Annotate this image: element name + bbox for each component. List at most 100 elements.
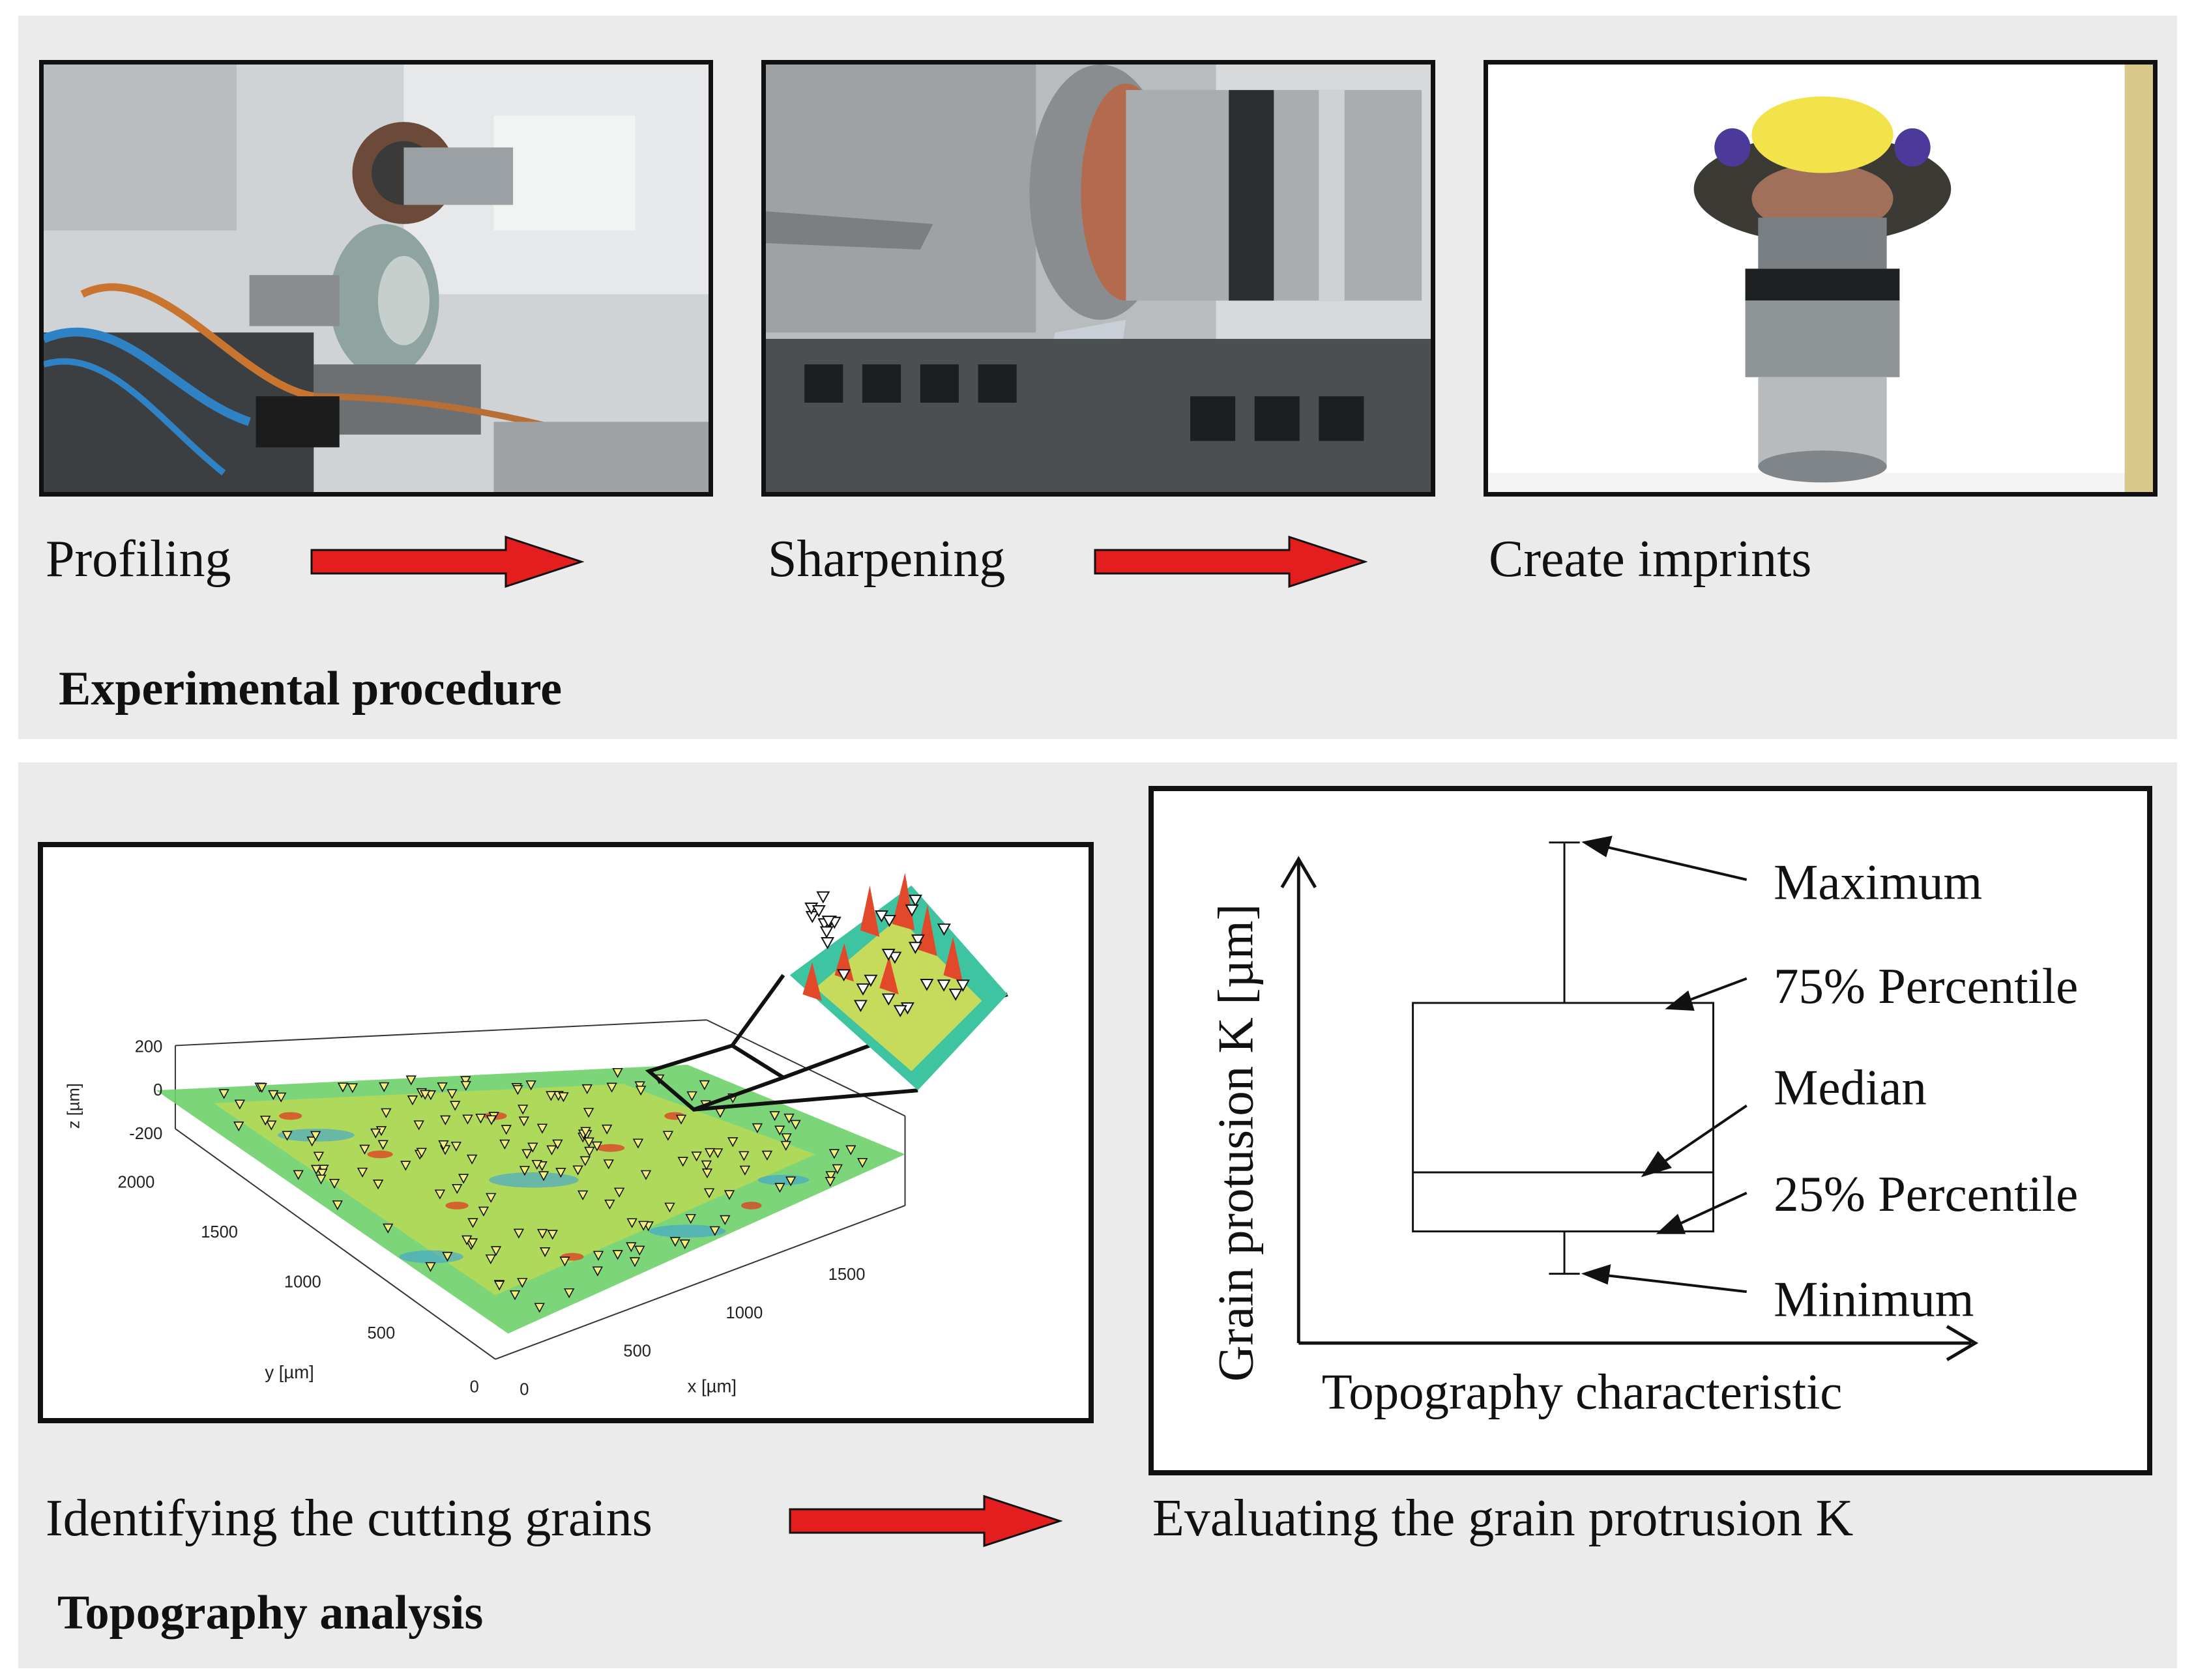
inset-grain-marker — [905, 904, 919, 917]
inset-grain-marker — [908, 894, 922, 907]
percentile-75-label: 75% Percentile — [1774, 959, 2078, 1014]
grain-marker — [662, 1131, 674, 1141]
grain-marker — [691, 1151, 702, 1162]
grain-marker — [293, 1170, 304, 1180]
grain-marker — [774, 1125, 785, 1136]
grain-marker — [437, 1082, 448, 1093]
grain-marker — [490, 1246, 502, 1256]
grain-marker — [629, 1257, 641, 1267]
grain-marker — [761, 1150, 773, 1161]
grain-marker — [669, 1237, 681, 1247]
grain-marker — [555, 1168, 566, 1178]
y-tick-label: 1500 — [201, 1223, 238, 1241]
grain-marker — [783, 1113, 795, 1124]
surface-plot: 200 0 -200 z [µm] 2000 1500 1000 500 0 y… — [65, 873, 1008, 1399]
z-tick-label: -200 — [129, 1125, 162, 1143]
grain-marker — [347, 1083, 358, 1093]
inset-grain-markers — [804, 891, 970, 1018]
grain-marker — [486, 1115, 497, 1125]
grain-marker — [546, 1091, 557, 1101]
grain-marker — [359, 1144, 370, 1155]
x-tick-label: 1500 — [828, 1266, 866, 1284]
grain-marker — [260, 1116, 271, 1126]
grain-marker — [518, 1116, 529, 1127]
inset-grain-marker — [948, 989, 963, 1001]
x-tick-label: 500 — [623, 1342, 651, 1361]
grain-marker — [467, 1218, 478, 1228]
grain-marker — [460, 1080, 471, 1092]
grain-marker — [377, 1140, 388, 1150]
grain-marker — [612, 1067, 623, 1079]
grain-marker — [832, 1164, 843, 1174]
inset-grain-marker — [882, 914, 896, 927]
median-label: Median — [1774, 1060, 1927, 1116]
grain-marker — [370, 1128, 381, 1138]
experimental-procedure-title: Experimental procedure — [59, 662, 563, 716]
grain-marker — [256, 1082, 267, 1093]
grain-marker — [559, 1256, 570, 1267]
box-plot-frame: Maximum 75% Percentile Median 25% Percen… — [1148, 786, 2152, 1475]
grain-marker — [517, 1278, 528, 1288]
grain-marker — [704, 1148, 716, 1159]
grain-marker — [790, 1120, 801, 1130]
grain-marker — [486, 1193, 497, 1203]
y-tick-label: 2000 — [118, 1173, 155, 1191]
grain-marker — [581, 1084, 592, 1095]
grain-marker — [701, 1160, 712, 1171]
grain-marker — [434, 1189, 446, 1200]
grain-marker — [752, 1123, 763, 1134]
grain-marker — [525, 1080, 536, 1091]
inset-grain-marker — [856, 983, 870, 996]
x-axis-line — [495, 1205, 905, 1360]
grain-marker — [407, 1095, 418, 1106]
grain-marker — [315, 1174, 327, 1185]
grain-marker — [475, 1114, 486, 1124]
grain-marker — [601, 1124, 613, 1135]
grain-marker — [679, 1239, 690, 1250]
grain-marker — [485, 1254, 497, 1265]
grain-marker — [825, 1171, 836, 1181]
grain-marker — [720, 1215, 731, 1225]
grain-marker — [519, 1166, 531, 1176]
grain-marker — [538, 1171, 549, 1181]
grain-marker — [218, 1089, 229, 1099]
grain-marker — [329, 1179, 340, 1189]
grain-marker — [774, 1183, 785, 1193]
grain-marker — [405, 1075, 417, 1086]
inset-grain-marker — [864, 974, 878, 987]
z-tick-label: 200 — [135, 1037, 163, 1056]
grain-marker — [313, 1151, 325, 1162]
y-axis-line — [175, 1128, 496, 1360]
inset-grain-marker — [805, 910, 819, 923]
grain-marker — [580, 1127, 591, 1137]
grain-marker — [769, 1111, 780, 1122]
inset-grain-marker — [853, 1000, 868, 1013]
grain-marker — [509, 1290, 521, 1301]
grain-marker — [712, 1148, 724, 1159]
step-label-profiling: Profiling — [46, 530, 231, 588]
grain-marker — [513, 1228, 525, 1239]
x-axis-label: Topography characteristic — [1322, 1364, 1843, 1419]
grain-marker — [584, 1146, 595, 1157]
y-tick-label: 1000 — [284, 1273, 321, 1292]
grain-marker — [552, 1139, 563, 1150]
grain-marker — [613, 1187, 625, 1198]
grain-marker — [626, 1218, 637, 1228]
grain-marker — [686, 1091, 697, 1101]
grain-marker — [563, 1288, 575, 1299]
sharpening-photo — [761, 60, 1435, 497]
grain-marker — [825, 1177, 836, 1187]
grain-marker — [572, 1165, 583, 1176]
grain-marker — [534, 1303, 545, 1313]
grain-marker — [780, 1140, 791, 1151]
arrow-right-icon — [1094, 536, 1368, 588]
grain-marker — [501, 1125, 512, 1135]
grain-marker — [438, 1140, 449, 1151]
grain-markers — [218, 1067, 868, 1313]
grain-marker — [634, 1245, 645, 1256]
grain-marker — [450, 1101, 461, 1111]
grain-marker — [558, 1092, 569, 1103]
grain-marker — [539, 1247, 551, 1258]
grain-marker — [450, 1141, 462, 1152]
grain-marker — [828, 1149, 840, 1159]
